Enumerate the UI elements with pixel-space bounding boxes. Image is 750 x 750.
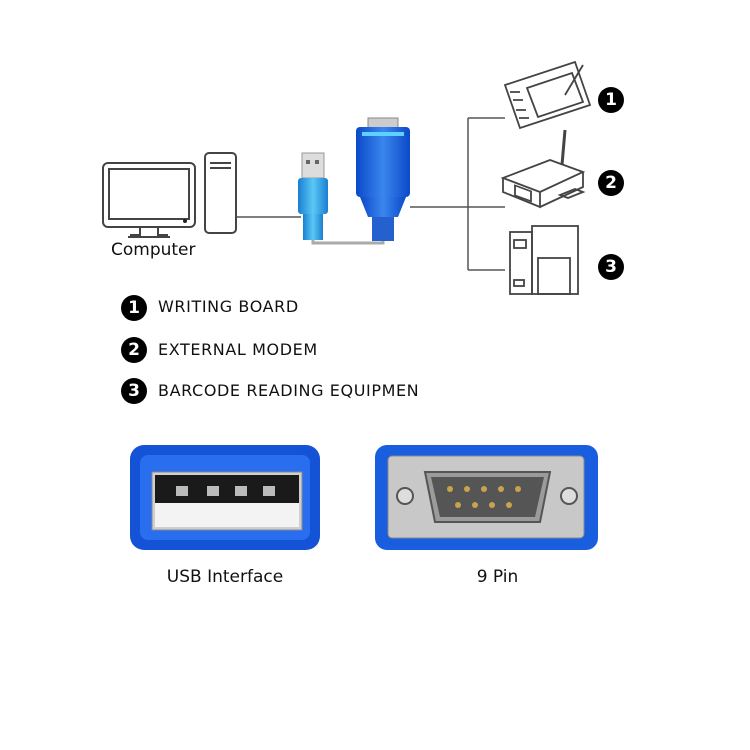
writing-board-icon: [503, 60, 592, 130]
device-badge-2: 2: [598, 170, 624, 196]
barcode-printer-icon: [509, 225, 579, 295]
computer-icon: [102, 152, 237, 238]
computer-label: Computer: [111, 240, 196, 260]
external-modem-icon: [500, 129, 586, 209]
device-badge-3: 3: [598, 254, 624, 280]
device-badge-1: 1: [598, 87, 624, 113]
legend-badge-1: 1: [121, 295, 147, 321]
legend-label-barcode: BARCODE READING EQUIPMEN: [158, 381, 420, 400]
legend-badge-2: 2: [121, 337, 147, 363]
usb-caption: USB Interface: [166, 567, 284, 587]
legend-label-external-modem: EXTERNAL MODEM: [158, 340, 318, 359]
db9-adapter-icon: [356, 117, 410, 241]
legend-label-writing-board: WRITING BOARD: [158, 297, 299, 316]
db9-9pin-photo: [375, 445, 598, 550]
usb-interface-photo: [130, 445, 320, 550]
legend-badge-3: 3: [121, 378, 147, 404]
db9-caption: 9 Pin: [476, 567, 519, 587]
usb-plug-icon: [298, 152, 328, 240]
